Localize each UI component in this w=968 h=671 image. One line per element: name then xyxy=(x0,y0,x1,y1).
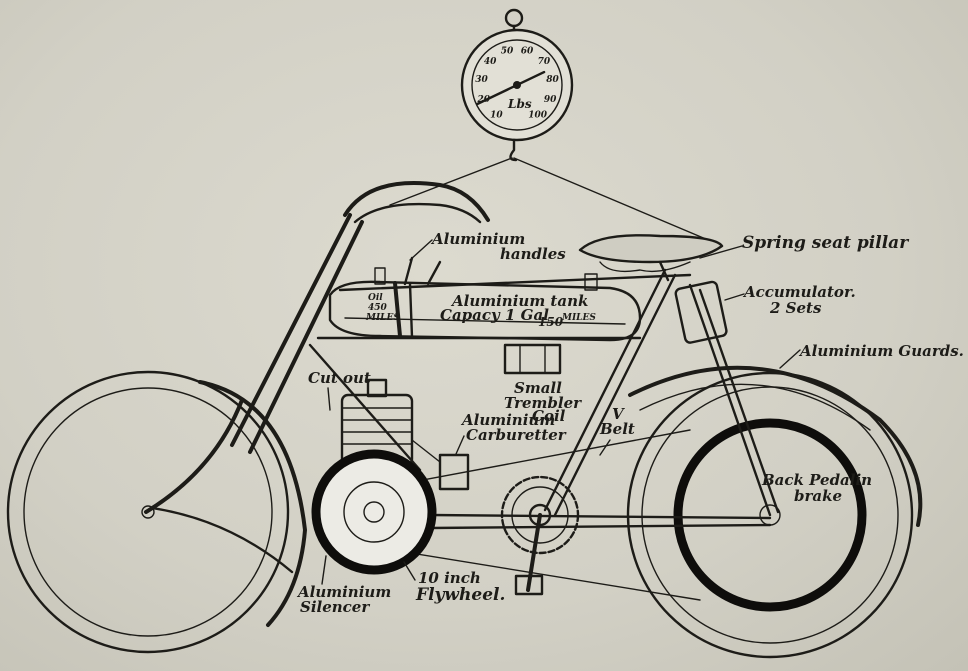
label-small-trembler-coil-2: Trembler xyxy=(504,394,582,412)
label-spring-seat-pillar: Spring seat pillar xyxy=(742,233,909,253)
label-aluminium-handles-1: Aluminium xyxy=(430,230,525,248)
label-v-belt-1: V xyxy=(612,405,625,423)
scale-unit: Lbs xyxy=(507,97,532,111)
flywheel xyxy=(311,449,437,575)
label-accumulator-1: Accumulator. xyxy=(742,283,856,301)
belt-rim xyxy=(673,418,867,612)
accumulator xyxy=(674,280,728,344)
label-aluminium-carburetter-1: Aluminium xyxy=(460,411,555,429)
scale-tick-label: 60 xyxy=(521,46,534,56)
label-flywheel-1: 10 inch xyxy=(418,569,481,587)
aluminium-tank xyxy=(328,256,642,342)
scale-tick-label: 10 xyxy=(490,111,503,121)
label-oil-1: Oil xyxy=(368,293,383,303)
label-back-pedal-brake-2: brake xyxy=(794,487,842,505)
label-tank-miles-unit: MILES xyxy=(561,313,596,323)
scale-tick-label: 80 xyxy=(546,75,559,85)
label-tank-3: 1 Gal xyxy=(505,306,549,324)
front-wheel xyxy=(6,370,307,654)
scale-tick-label: 50 xyxy=(501,46,514,56)
scale-tick-label: 40 xyxy=(484,57,497,67)
label-small-trembler-coil-1: Small xyxy=(514,379,562,397)
rear-wheel xyxy=(626,365,923,659)
label-tank-2: Capacy xyxy=(440,306,501,324)
frame xyxy=(230,181,780,601)
label-oil-3: MILES xyxy=(365,313,400,323)
label-small-trembler-coil-3: Coil xyxy=(532,407,566,425)
scale-tick-label: 90 xyxy=(544,95,557,105)
label-cut-out: Cut out xyxy=(308,369,371,387)
handlebar xyxy=(343,181,490,222)
label-oil-2: 450 xyxy=(368,303,388,313)
scale-needle xyxy=(476,70,546,106)
label-tank-1: Aluminium tank xyxy=(450,292,588,310)
label-aluminium-handles-2: handles xyxy=(500,245,566,263)
label-accumulator-2: 2 Sets xyxy=(769,299,822,317)
label-tank-miles: 150 xyxy=(538,315,564,329)
engine xyxy=(340,378,470,491)
label-aluminium-silencer-1: Aluminium xyxy=(296,583,391,601)
rear-guard xyxy=(628,365,923,527)
label-aluminium-carburetter-2: Carburetter xyxy=(466,426,567,444)
label-aluminium-guards: Aluminium Guards. xyxy=(798,342,964,360)
label-aluminium-silencer-2: Silencer xyxy=(300,598,370,616)
scale-tick-label: 100 xyxy=(528,111,548,121)
chainwheel xyxy=(500,475,580,596)
label-flywheel-2: Flywheel. xyxy=(415,585,505,605)
label-v-belt-2: Belt xyxy=(599,420,635,438)
label-back-pedal-brake-1: Back Pedalin xyxy=(761,471,872,489)
labels: Aluminium handles Spring seat pillar Acc… xyxy=(296,230,964,616)
trembler-coil xyxy=(503,343,562,375)
saddle xyxy=(578,234,724,282)
scale-tick-label: 70 xyxy=(538,57,551,67)
scale-tick-label: 30 xyxy=(475,75,488,85)
